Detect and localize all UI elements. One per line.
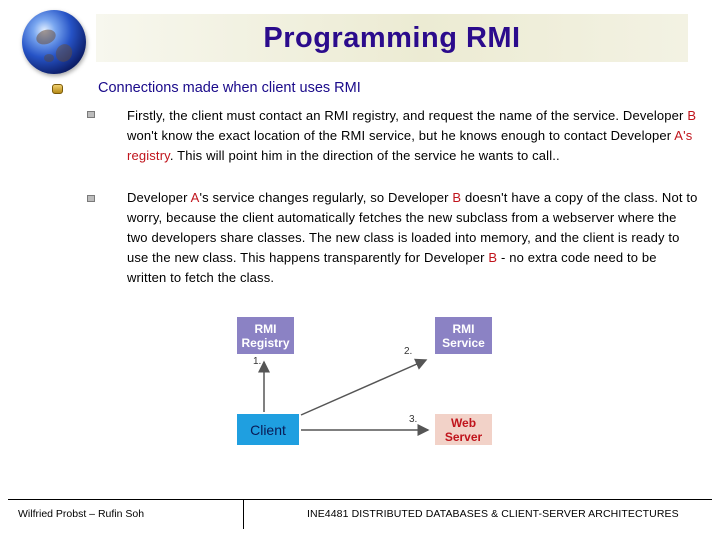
highlight-text: A's registry: [127, 128, 693, 163]
highlight-text: B: [687, 108, 697, 123]
web-label-1: Web: [450, 415, 477, 430]
footer-divider: [8, 499, 712, 500]
footer-course: INE4481 DISTRIBUTED DATABASES & CLIENT-S…: [307, 508, 679, 520]
registry-label-2: Registry: [241, 335, 290, 350]
client-box: Client: [237, 414, 299, 445]
highlight-text: B: [452, 190, 462, 205]
client-label: Client: [250, 421, 286, 438]
service-label-2: Service: [442, 335, 485, 350]
paragraph-text: 's service changes regularly, so Develop…: [199, 190, 453, 205]
paragraph-text: - no extra code need to be written to fe…: [127, 250, 657, 285]
paragraph-text: won't know the exact location of the RMI…: [127, 128, 675, 143]
highlight-text: B: [488, 250, 498, 265]
registry-label-1: RMI: [254, 321, 277, 336]
arrow-client-to-service: [300, 358, 428, 416]
title-band: [96, 14, 688, 62]
slide-heading: Connections made when client uses RMI: [98, 80, 361, 96]
globe-icon: [22, 10, 86, 74]
paragraph-text: Developer: [127, 190, 191, 205]
bullet-icon: [52, 84, 63, 94]
globe-land: [44, 54, 54, 62]
paragraph-text: Firstly, the client must contact an RMI …: [127, 108, 688, 123]
highlight-text: A: [190, 190, 200, 205]
paragraph-text: doesn't have a copy of the class. Not to…: [127, 190, 698, 265]
sub-bullet-icon: [87, 111, 95, 118]
globe-land: [34, 27, 58, 47]
paragraph-1: Firstly, the client must contact an RMI …: [127, 106, 699, 166]
step-3-label: 3.: [409, 414, 418, 425]
globe-land: [52, 41, 76, 65]
sub-bullet-icon: [87, 195, 95, 202]
step-1-label: 1.: [253, 356, 262, 367]
slide-title: Programming RMI: [263, 21, 521, 54]
footer-separator: [243, 499, 244, 529]
web-label-2: Server: [444, 429, 483, 444]
step-2-label: 2.: [404, 346, 413, 357]
service-label-1: RMI: [452, 321, 475, 336]
paragraph-2: Developer A's service changes regularly,…: [127, 188, 699, 288]
paragraph-text: . This will point him in the direction o…: [169, 148, 560, 163]
footer-authors: Wilfried Probst – Rufin Soh: [18, 508, 145, 520]
